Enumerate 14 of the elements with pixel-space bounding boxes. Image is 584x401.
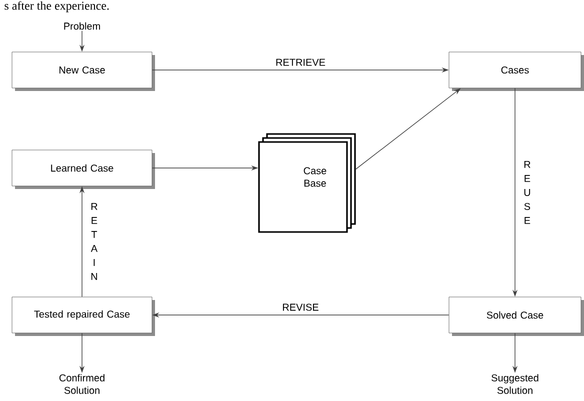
edge-label: REUSE (521, 160, 534, 225)
page-text: s after the experience. (4, 1, 109, 12)
process-box: Solved Case (448, 296, 584, 336)
process-box: Learned Case (12, 150, 155, 189)
document-stack: Case Base (258, 133, 356, 233)
edge-label: RETAIN (88, 202, 100, 281)
edge-label: RETRIEVE (274, 58, 326, 67)
node-text: Suggested Solution (492, 374, 538, 394)
node-text: Problem (64, 22, 100, 30)
process-box: Tested repaired Case (12, 296, 155, 336)
edge-label: REVISE (281, 302, 320, 312)
node-text: Confirmed Solution (59, 374, 104, 394)
process-box: Cases (448, 52, 584, 91)
process-box: New Case (12, 52, 155, 91)
